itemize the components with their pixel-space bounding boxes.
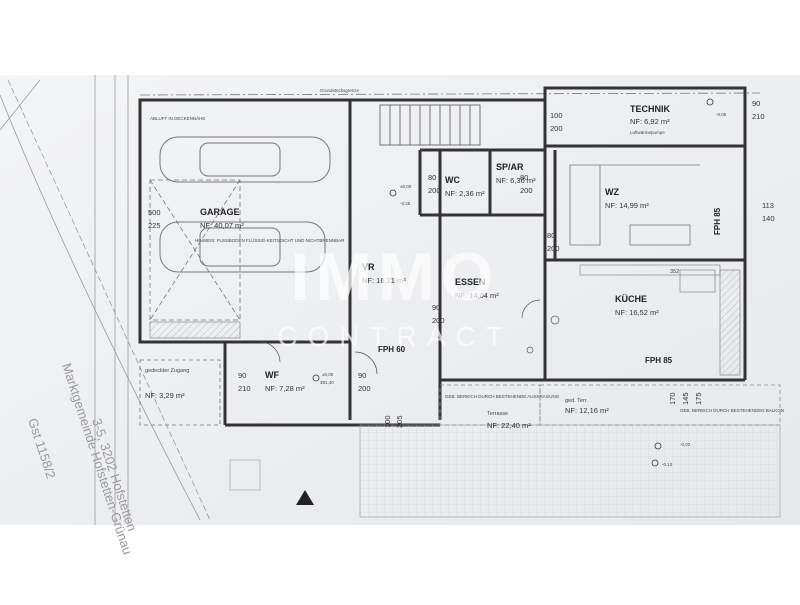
dim-tech-window-w: 90 xyxy=(752,99,760,108)
dim-wz-door-w: 80 xyxy=(547,231,555,240)
bin-storage xyxy=(229,459,261,491)
level-wf-abs: 381,40 xyxy=(320,380,334,385)
room-area-vr: NF: 16,21 m² xyxy=(362,276,406,285)
level-terrace-2: -0,12 xyxy=(662,462,673,467)
heat-pump-note: Luftwärmepumpe xyxy=(630,130,665,135)
room-name-vr: VR xyxy=(362,262,375,272)
dim-wc-door-w: 80 xyxy=(428,173,436,182)
room-name-kueche: KÜCHE xyxy=(615,294,647,304)
room-name-terrasse: Terrasse xyxy=(487,411,508,417)
garage-cross xyxy=(149,179,241,321)
staircase xyxy=(379,104,481,146)
room-name-speis: SP/AR xyxy=(496,162,524,172)
car-icon xyxy=(159,136,331,273)
room-area-zugang: NF: 3,29 m² xyxy=(145,391,185,400)
dim-entry-door-h: 200 xyxy=(358,384,371,393)
dim-wz-window-w: 113 xyxy=(762,201,774,210)
watermark-line-1: IMMO xyxy=(290,239,499,315)
door-swings xyxy=(259,299,560,375)
dim-wc-door-h: 200 xyxy=(428,186,441,195)
fph-label-kueche: FPH 85 xyxy=(645,356,673,365)
room-area-ged-terr: NF: 12,16 m² xyxy=(565,406,609,415)
dim-sp-door-w: 80 xyxy=(520,173,528,182)
level-markers: ±0,00 -0,25 ±0,00 381,40 -0,02 -0,12 -0,… xyxy=(312,98,727,467)
dim-technik-door-w: 100 xyxy=(550,111,563,120)
dim-garage-height: 225 xyxy=(148,221,161,230)
room-name-garage: GARAGE xyxy=(200,207,240,217)
fph-label-wz: FPH 85 xyxy=(713,207,722,235)
note-balcony: GEB. BEREICH DURCH BESTEHENDEN BALKON xyxy=(680,408,784,413)
note-overhang: GEB. BEREICH DURCH BESTEHENDE AUSKRAGUNG xyxy=(445,394,560,399)
level-terrace-1: -0,02 xyxy=(680,442,691,447)
dimensions: 500 225 80 200 80 200 100 200 90 210 113… xyxy=(148,99,775,428)
dim-sp-door-h: 200 xyxy=(520,186,533,195)
watermark-logo: IMMO CONTRACT xyxy=(277,239,513,352)
room-area-terrasse: NF: 22,40 m² xyxy=(487,421,531,430)
room-area-speis: NF: 6,36 m² xyxy=(496,176,536,185)
room-area-garage: NF: 40,07 m² xyxy=(200,221,244,230)
room-area-wc: NF: 2,36 m² xyxy=(445,189,485,198)
level-vr: ±0,00 xyxy=(400,184,412,189)
room-area-essen: NF: 14,04 m² xyxy=(455,291,499,300)
kitchen-cabinets xyxy=(579,264,721,276)
overhang-outline xyxy=(439,384,541,426)
covered-entrance xyxy=(139,359,221,426)
dim-balcony: 175 xyxy=(694,392,703,405)
level-wf: ±0,00 xyxy=(322,372,334,377)
room-area-kueche: NF: 16,52 m² xyxy=(615,308,659,317)
room-area-wf: NF: 7,28 m² xyxy=(265,384,305,393)
site-boundary-lines xyxy=(0,75,211,525)
north-arrow-icon xyxy=(296,490,314,505)
room-area-wz: NF: 14,99 m² xyxy=(605,201,649,210)
dim-wz-window-h: 140 xyxy=(762,214,775,223)
stove-icon xyxy=(679,269,716,293)
dim-technik-door-h: 200 xyxy=(550,124,563,133)
dim-entry-door-w: 90 xyxy=(358,371,366,380)
room-garage: GARAGE NF: 40,07 m² xyxy=(200,207,244,230)
level-vr-neg: -0,25 xyxy=(400,201,411,206)
fph-label-vr: FPH 60 xyxy=(378,345,406,354)
dim-kueche-width: 352 xyxy=(670,269,679,275)
note-exhaust: ABLUFT IN DECKENNÄHE xyxy=(150,115,205,121)
walls xyxy=(138,86,747,427)
dim-wz-door-h: 200 xyxy=(547,244,560,253)
room-name-essen: ESSEN xyxy=(455,277,486,287)
dim-kitchen-window-h: 145 xyxy=(681,392,690,405)
watermark-line-2: CONTRACT xyxy=(277,321,513,352)
dim-tech-window-h: 210 xyxy=(752,112,765,121)
dim-kitchen-window-w: 170 xyxy=(668,392,677,405)
dim-garage-width: 500 xyxy=(148,208,161,217)
room-name-zugang: gedeckter Zugang xyxy=(145,368,189,374)
terrace-tiles xyxy=(359,424,781,518)
dim-terrace-door-h: 205 xyxy=(395,415,404,428)
room-name-technik: TECHNIK xyxy=(630,104,670,114)
dim-wf-door-h: 210 xyxy=(238,384,251,393)
note-floor: HINWEIS: FUSSBODEN FLÜSSIG-KEITSDICHT UN… xyxy=(195,237,345,243)
boundary-line xyxy=(139,92,761,96)
room-area-technik: NF: 6,92 m² xyxy=(630,117,670,126)
garage-shelf xyxy=(149,321,241,339)
level-technik: -0,05 xyxy=(716,112,727,117)
dim-essen-door-h: 200 xyxy=(432,316,445,325)
dim-essen-door-w: 90 xyxy=(432,303,440,312)
room-name-wc: WC xyxy=(445,175,460,185)
room-name-wz: WZ xyxy=(605,187,619,197)
boundary-label: Grundstücksgrenze xyxy=(320,88,360,93)
dim-wf-door-w: 90 xyxy=(238,371,246,380)
dim-terrace-door-w: 100 xyxy=(383,415,392,428)
sofa-icon xyxy=(569,164,700,246)
room-name-wf: WF xyxy=(265,370,279,380)
kitchen-counter xyxy=(719,269,741,376)
room-name-ged-terr: ged. Terr. xyxy=(565,398,588,404)
